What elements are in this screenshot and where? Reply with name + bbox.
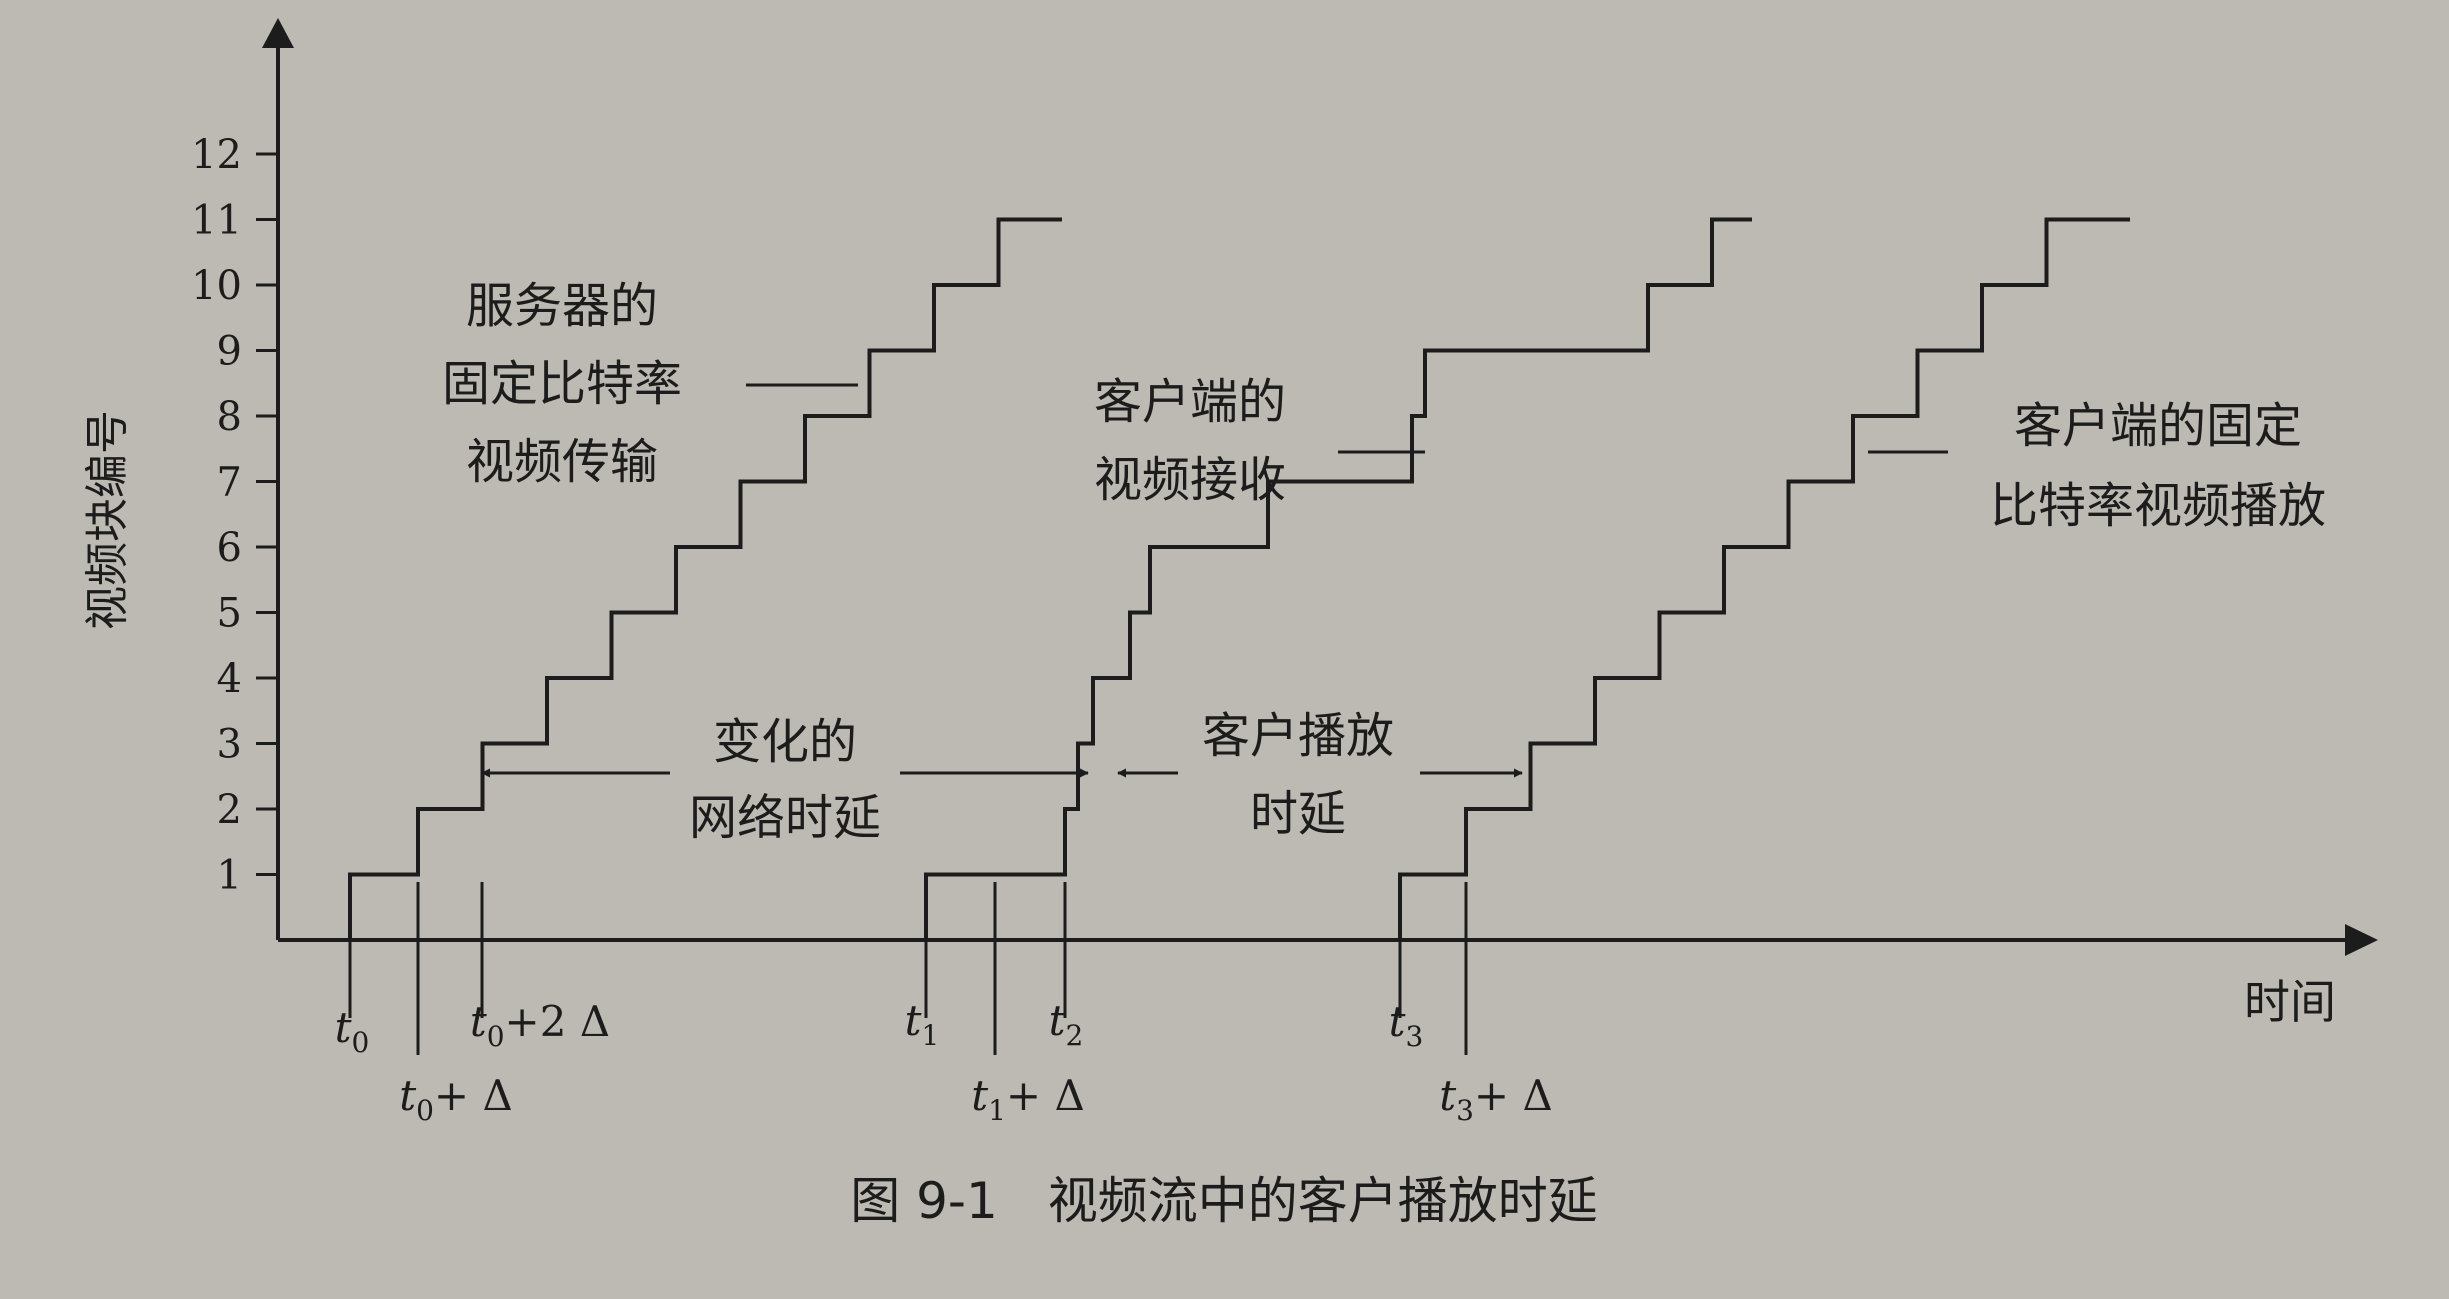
svg-text:固定比特率: 固定比特率 bbox=[442, 356, 682, 412]
time-tick-label: t1+ Δ bbox=[971, 1071, 1085, 1127]
y-tick-label: 2 bbox=[217, 787, 242, 833]
svg-text:比特率视频播放: 比特率视频播放 bbox=[1990, 478, 2326, 534]
time-tick-label: t1 bbox=[905, 996, 940, 1052]
time-tick-label: t3 bbox=[1389, 997, 1424, 1053]
svg-text:客户端的固定: 客户端的固定 bbox=[2014, 398, 2302, 454]
svg-text:客户端的: 客户端的 bbox=[1094, 374, 1286, 430]
y-tick-label: 12 bbox=[191, 132, 242, 178]
svg-text:客户播放: 客户播放 bbox=[1202, 708, 1394, 764]
y-axis-label: 视频块编号 bbox=[82, 410, 133, 630]
client-playout-curve bbox=[1398, 217, 2130, 940]
y-tick-label: 11 bbox=[191, 198, 242, 244]
y-tick-label: 6 bbox=[217, 525, 242, 571]
svg-text:服务器的: 服务器的 bbox=[466, 278, 658, 334]
svg-text:时延: 时延 bbox=[1250, 786, 1346, 842]
x-tick-group: t0 t0+ Δ t0+2 Δ t1 t1+ Δ t2 t3 t3+ Δ bbox=[335, 882, 1553, 1127]
time-tick-label: t2 bbox=[1049, 996, 1084, 1052]
y-tick-label: 10 bbox=[191, 263, 242, 309]
time-tick-label: t0 bbox=[335, 1003, 370, 1059]
client-reception-curve bbox=[924, 217, 1752, 940]
svg-text:网络时延: 网络时延 bbox=[689, 790, 881, 846]
time-tick-label: t0+ Δ bbox=[399, 1071, 513, 1127]
x-axis-arrowhead bbox=[2345, 924, 2378, 956]
svg-text:视频接收: 视频接收 bbox=[1094, 452, 1286, 508]
figure-caption: 图 9-1 视频流中的客户播放时延 bbox=[850, 1172, 1598, 1230]
y-tick-label: 1 bbox=[217, 853, 242, 899]
playout-curve-label: 客户端的固定 比特率视频播放 bbox=[1990, 398, 2326, 534]
playout-delay-label: 客户播放 时延 bbox=[1202, 708, 1394, 842]
y-tick-label: 7 bbox=[217, 460, 242, 506]
time-tick-label: t0+2 Δ bbox=[470, 997, 610, 1053]
y-tick-label: 9 bbox=[217, 329, 242, 375]
svg-text:视频传输: 视频传输 bbox=[466, 434, 658, 490]
y-tick-label: 4 bbox=[217, 656, 242, 702]
server-curve-label: 服务器的 固定比特率 视频传输 bbox=[442, 278, 682, 490]
y-tick-label: 3 bbox=[217, 722, 242, 768]
network-delay-label: 变化的 网络时延 bbox=[689, 714, 881, 846]
y-tick-label: 5 bbox=[217, 591, 242, 637]
reception-curve-label: 客户端的 视频接收 bbox=[1094, 374, 1286, 508]
y-axis-arrowhead bbox=[262, 18, 294, 48]
server-transmission-curve bbox=[348, 217, 1062, 940]
time-tick-label: t3+ Δ bbox=[1439, 1071, 1553, 1127]
x-axis-label: 时间 bbox=[2244, 975, 2336, 1029]
y-tick-label: 8 bbox=[217, 394, 242, 440]
svg-text:变化的: 变化的 bbox=[713, 714, 857, 770]
